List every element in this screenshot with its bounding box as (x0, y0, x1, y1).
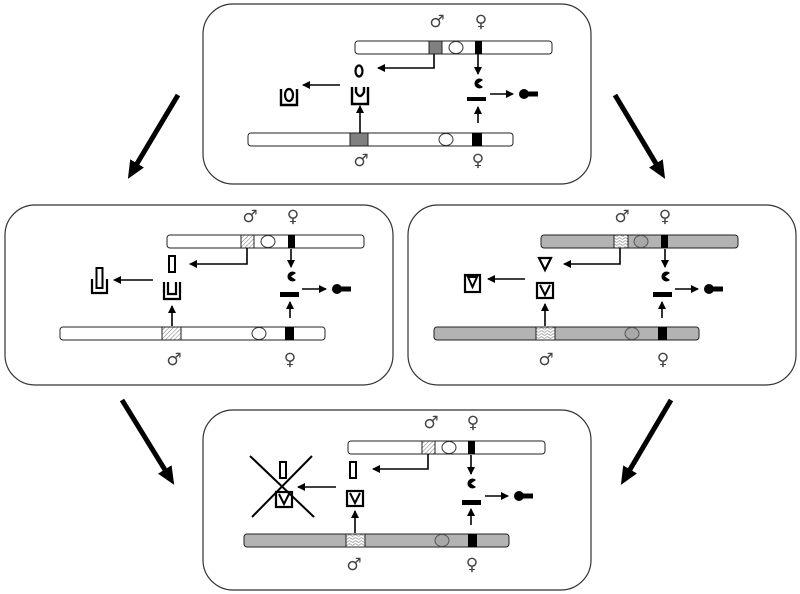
transition-arrow-right-to-bottom (620, 398, 674, 485)
chromosome-upper (347, 440, 546, 455)
female-receptor-bar-icon (462, 500, 481, 505)
female-symbol: ♀ (472, 151, 484, 171)
centromere (251, 327, 267, 340)
male-receptor-cup-icon (162, 282, 182, 301)
female-product-pacman-icon (661, 271, 670, 282)
chromosome-lower (243, 533, 510, 548)
female-receptor-bar-icon (280, 292, 299, 297)
chromosome-upper (354, 40, 553, 55)
female-locus (661, 235, 668, 248)
male-locus (421, 440, 436, 455)
male-receptor-v-cup-icon (345, 489, 365, 508)
centromere (434, 534, 450, 547)
female-complex-icon (704, 284, 723, 294)
female-symbol: ♀ (475, 12, 487, 32)
male-product-triangle-icon (537, 256, 553, 273)
male-locus (345, 533, 366, 548)
female-locus (288, 235, 295, 248)
transition-arrow-top-to-right (612, 93, 666, 179)
male-receptor-v-cup-icon (535, 281, 555, 300)
centromere (260, 235, 276, 248)
centromere (448, 41, 464, 54)
male-product-rect-icon (349, 461, 357, 479)
female-symbol: ♀ (659, 207, 671, 227)
panel-middle-right: ♂ ♀ ♂ ♀ (407, 204, 797, 386)
blocked-complex-icon (249, 455, 315, 518)
male-symbol: ♂ (242, 207, 257, 227)
female-product-pacman-icon (467, 478, 476, 489)
female-symbol: ♀ (466, 555, 478, 575)
transition-arrow-left-to-bottom (119, 398, 175, 485)
female-receptor-bar-icon (467, 97, 486, 101)
male-locus (613, 234, 629, 249)
female-complex-icon (519, 89, 538, 99)
female-complex-icon (332, 284, 351, 294)
female-symbol: ♀ (284, 350, 296, 370)
male-product-oval-icon (354, 64, 364, 78)
male-symbol: ♂ (166, 350, 181, 370)
centromere (438, 133, 454, 146)
female-locus (285, 327, 294, 340)
male-symbol: ♂ (429, 12, 444, 32)
female-complex-icon (514, 491, 533, 501)
chromosome-lower (433, 326, 700, 341)
male-locus (161, 326, 182, 341)
male-symbol: ♂ (346, 555, 361, 575)
male-complex-icon (279, 87, 299, 107)
female-product-pacman-icon (287, 271, 296, 282)
transition-arrow-top-to-left (127, 93, 181, 179)
chromosome-lower (247, 132, 514, 147)
female-locus (658, 327, 667, 340)
male-product-rect-icon (168, 255, 176, 273)
panel-middle-left: ♂ ♀ ♂ ♀ (4, 204, 394, 386)
female-symbol: ♀ (657, 350, 669, 370)
female-product-pacman-icon (474, 78, 483, 89)
centromere (633, 235, 649, 248)
panel-top: ♂ ♀ ♂ ♀ (202, 3, 592, 185)
male-receptor-cup-icon (350, 87, 370, 106)
female-locus (468, 441, 475, 454)
female-locus (468, 534, 477, 547)
male-locus (428, 40, 443, 55)
chromosome-upper (540, 234, 739, 249)
centromere (441, 441, 457, 454)
male-locus (349, 132, 369, 147)
centromere (624, 327, 640, 340)
male-symbol: ♂ (353, 151, 368, 171)
chromosome-upper (166, 234, 365, 249)
female-locus (475, 41, 482, 54)
panel-bottom: ♂ ♀ ♂ ♀ (202, 409, 592, 591)
chromosome-lower (59, 326, 326, 341)
male-symbol: ♂ (614, 207, 629, 227)
female-locus (472, 133, 482, 146)
male-complex-icon (90, 267, 109, 295)
male-locus (535, 326, 556, 341)
male-symbol: ♂ (423, 413, 438, 433)
female-symbol: ♀ (467, 413, 479, 433)
male-complex-icon (463, 273, 482, 294)
male-locus (240, 234, 255, 249)
female-symbol: ♀ (287, 207, 299, 227)
female-receptor-bar-icon (653, 292, 672, 297)
male-symbol: ♂ (538, 350, 553, 370)
